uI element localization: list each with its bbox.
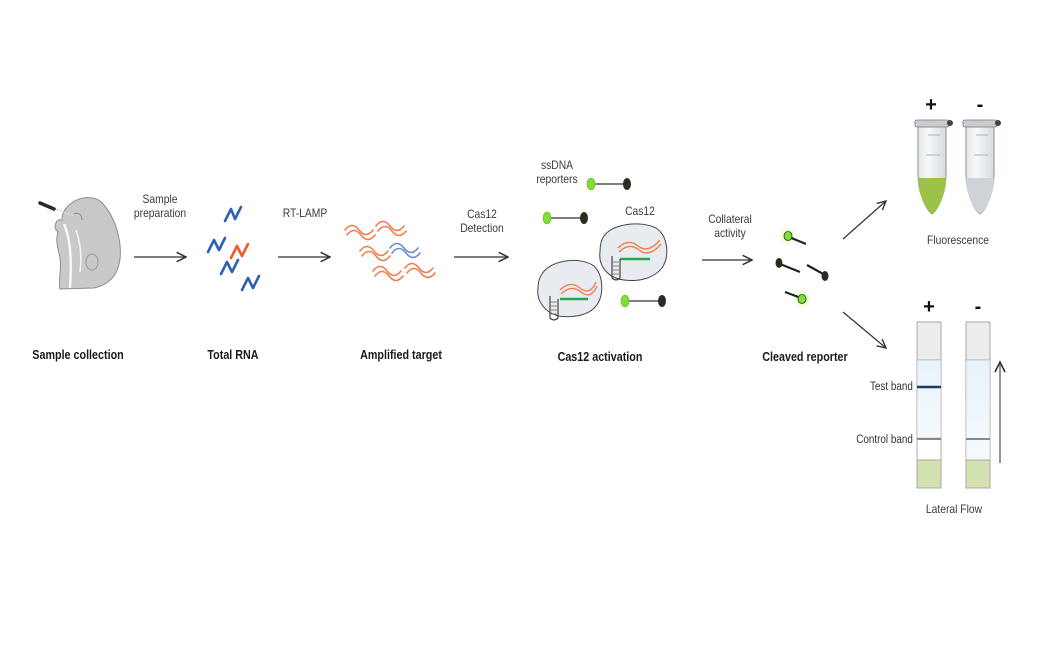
cleaved-fragment-fluorophore: [779, 227, 807, 246]
lateral-flow-strip-negative: [965, 321, 991, 489]
fluorescence-negative-sign: -: [976, 94, 984, 116]
ssdna-reporter: [620, 294, 666, 308]
amplicon: [359, 245, 389, 257]
step-label-cas12-activation: Cas12 activation: [557, 350, 643, 364]
arrow-label-line: RT-LAMP: [282, 206, 328, 220]
fluorescence-positive-sign: +: [925, 94, 937, 116]
fluorescence-label: Fluorescence: [927, 233, 989, 247]
amplicon: [374, 270, 404, 282]
amplicon: [372, 265, 402, 277]
control-band-label: Control band: [856, 434, 913, 446]
amplicon-blue: [391, 247, 421, 259]
rna-strand: [240, 274, 261, 292]
lateral-flow-negative-sign: -: [974, 296, 982, 318]
arrow-label-cas12-detection: Cas12 Detection: [453, 207, 511, 235]
step-label-cleaved-reporter: Cleaved reporter: [762, 350, 848, 364]
arrow-label-sample-preparation: Sample preparation: [129, 192, 191, 220]
amplified-target-strands: [344, 220, 436, 282]
amplicon: [404, 262, 434, 274]
cas12-protein-label: Cas12: [625, 204, 655, 218]
cleaved-reporters: [775, 227, 829, 308]
cas12-protein-complex: [599, 223, 668, 281]
arrow-label-line: Sample: [142, 192, 178, 206]
ssdna-reporter: [586, 177, 631, 191]
cas12-protein-complex: [537, 259, 603, 321]
cleaved-fragment-quencher: [775, 258, 801, 274]
step-label-amplified-target: Amplified target: [360, 348, 442, 362]
arrow-to-lateral-flow: [842, 311, 886, 348]
cas12-activation-panel: [537, 177, 668, 321]
amplicon-blue: [389, 242, 419, 254]
amplicon: [361, 250, 391, 262]
flow-arrows: [134, 201, 886, 348]
lateral-flow-label: Lateral Flow: [925, 502, 983, 516]
nasal-swab-head-illustration: [38, 197, 121, 290]
cleaved-fragment-fluorophore: [784, 290, 811, 308]
amplicon: [346, 229, 376, 241]
fluorescence-tube-negative: [962, 119, 1001, 215]
amplicon: [406, 267, 436, 279]
rna-strand: [219, 258, 240, 276]
total-rna-strands: [206, 205, 261, 292]
arrow-label-line: activity: [714, 226, 746, 240]
arrow-label-collateral-activity: Collateral activity: [701, 212, 759, 240]
amplicon: [375, 220, 405, 232]
step-label-total-rna: Total RNA: [207, 348, 259, 362]
fluorescence-tube-positive: [914, 119, 953, 215]
ssdna-reporter: [542, 211, 588, 225]
arrow-label-line: Detection: [460, 221, 504, 235]
rna-strand-target: [229, 242, 250, 260]
arrow-label-line: Collateral: [708, 212, 752, 226]
amplicon: [377, 225, 407, 237]
lateral-flow-positive-sign: +: [923, 296, 935, 318]
arrow-label-rt-lamp: RT-LAMP: [275, 206, 335, 220]
label-line: ssDNA: [540, 158, 574, 172]
amplicon: [344, 224, 374, 236]
lateral-flow-strip-positive: [916, 321, 942, 489]
rna-strand: [223, 205, 243, 223]
rna-strand: [206, 236, 227, 254]
test-band-label: Test band: [870, 381, 913, 393]
ssdna-reporters-label: ssDNA reporters: [532, 158, 582, 186]
arrow-label-line: Cas12: [467, 207, 497, 221]
step-label-sample-collection: Sample collection: [32, 348, 124, 362]
label-line: reporters: [536, 172, 578, 186]
arrow-label-line: preparation: [133, 206, 187, 220]
cleaved-fragment-quencher: [806, 264, 829, 281]
arrow-to-fluorescence: [842, 201, 886, 240]
